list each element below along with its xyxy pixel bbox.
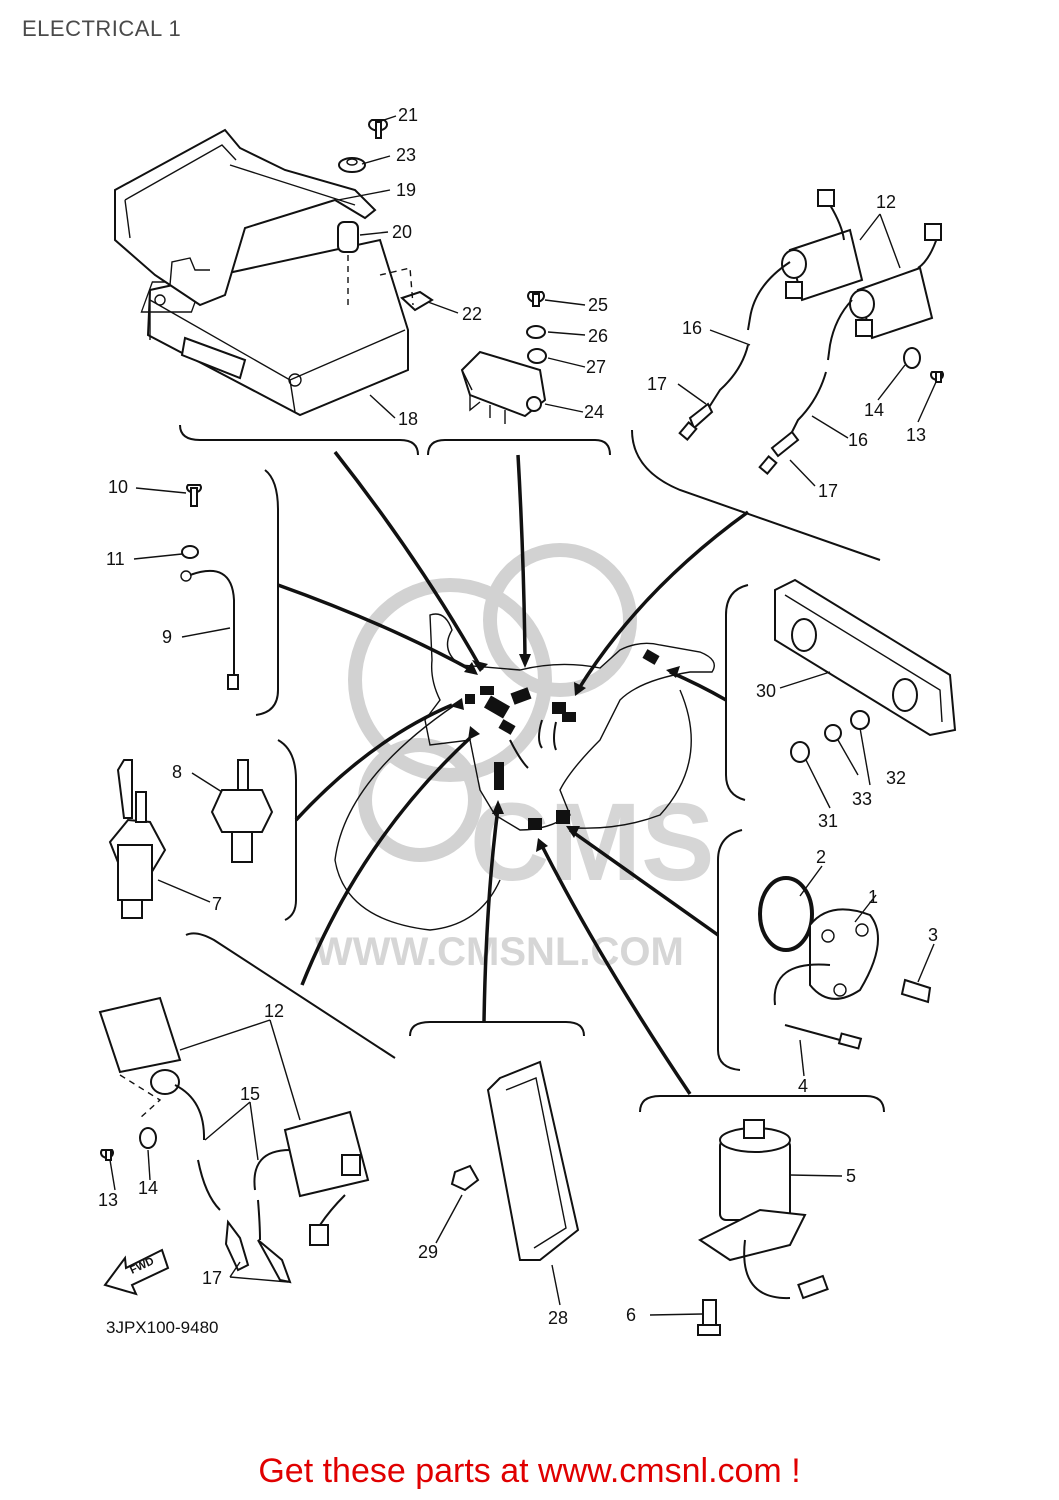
callout-25: 25 [588, 295, 608, 315]
callout-labels: 21 23 19 20 22 18 25 26 27 24 12 16 17 1… [98, 105, 938, 1337]
exploded-parts-diagram: CMS WWW.CMSNL.COM [98, 105, 957, 1337]
callout-17-right: 17 [818, 481, 838, 501]
ignition-coils-top [678, 189, 944, 475]
frame-outline [334, 613, 715, 931]
callout-10: 10 [108, 477, 128, 497]
callout-12-bottom: 12 [264, 1001, 284, 1021]
callout-1: 1 [868, 887, 878, 907]
callout-29: 29 [418, 1242, 438, 1262]
callout-26: 26 [588, 326, 608, 346]
callout-18: 18 [398, 409, 418, 429]
speed-sensor [758, 876, 932, 1050]
callout-11: 11 [106, 549, 125, 569]
callout-14-bottom: 14 [138, 1178, 158, 1198]
callout-31: 31 [818, 811, 838, 831]
cdi-cover [114, 128, 377, 307]
callout-6: 6 [626, 1305, 636, 1325]
callout-23: 23 [396, 145, 416, 165]
callout-32: 32 [886, 768, 906, 788]
reflector-rear [774, 578, 957, 763]
watermark-text: WWW.CMSNL.COM [315, 930, 684, 974]
ignition-coils-bottom [98, 996, 370, 1284]
callout-33: 33 [852, 789, 872, 809]
callout-14-top: 14 [864, 400, 884, 420]
ground-lead [180, 484, 239, 690]
callout-3: 3 [928, 925, 938, 945]
callout-5: 5 [846, 1166, 856, 1186]
relay [460, 291, 547, 424]
small-hardware-cdi [337, 119, 434, 312]
callout-17-top: 17 [647, 374, 667, 394]
callout-19: 19 [396, 180, 416, 200]
callout-15: 15 [240, 1084, 260, 1104]
diagram-code: 3JPX100-9480 [106, 1318, 218, 1337]
callout-13-bottom: 13 [98, 1190, 118, 1210]
callout-12-top: 12 [876, 192, 896, 212]
callout-7: 7 [212, 894, 222, 914]
callout-30: 30 [756, 681, 776, 701]
callout-22: 22 [462, 304, 482, 324]
watermark-logo-text: CMS [470, 781, 714, 904]
group-brackets [179, 424, 885, 1113]
callout-13-top: 13 [906, 425, 926, 445]
cms-watermark: CMS WWW.CMSNL.COM [315, 543, 714, 974]
page-title: ELECTRICAL 1 [22, 16, 182, 41]
frame-leaders [277, 450, 750, 1095]
solenoid [697, 1119, 829, 1336]
callout-2: 2 [816, 847, 826, 867]
callout-27: 27 [586, 357, 606, 377]
callout-9: 9 [162, 627, 172, 647]
callout-21: 21 [398, 105, 418, 125]
callout-17-bottom: 17 [202, 1268, 222, 1288]
callout-20: 20 [392, 222, 412, 242]
callout-4: 4 [798, 1076, 808, 1096]
footer-parts-link[interactable]: Get these parts at www.cmsnl.com ! [258, 1452, 801, 1490]
callout-16-right: 16 [848, 430, 868, 450]
reflector-side [450, 1060, 580, 1261]
fwd-arrow-icon: FWD [103, 1248, 170, 1296]
callout-28: 28 [548, 1308, 568, 1328]
callout-16-top: 16 [682, 318, 702, 338]
callout-leaders [109, 115, 937, 1316]
callout-24: 24 [584, 402, 604, 422]
switches [108, 759, 274, 919]
callout-8: 8 [172, 762, 182, 782]
